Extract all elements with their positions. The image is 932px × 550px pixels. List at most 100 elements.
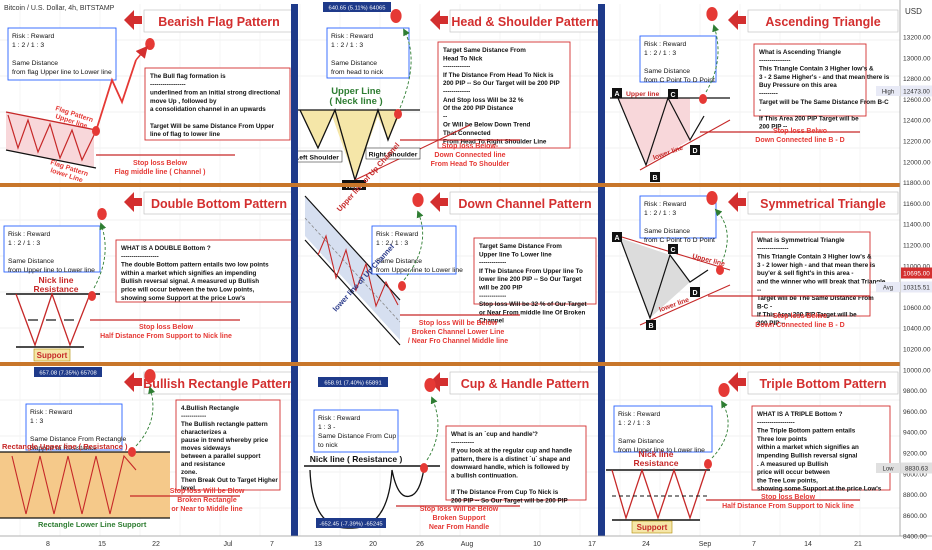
stop-loss-text: Broken Channel Lower Line	[412, 329, 505, 336]
measure-badge-text: 657.08 (7.35%) 65708	[39, 371, 96, 377]
risk-reward-text: Support to Resistance	[30, 445, 97, 452]
stop-loss-text: Stop loss Below	[761, 494, 816, 501]
panel-title: Cup & Handle Pattern	[461, 377, 590, 391]
risk-reward-text: Same Distance	[376, 258, 422, 265]
explanation-text: level	[181, 485, 195, 492]
explanation-text: ------------------	[757, 419, 795, 426]
point-marker	[668, 89, 678, 99]
resistance-label: Resistance	[634, 458, 679, 468]
price-tick-label: 11800.00	[903, 180, 930, 187]
price-tick-label: 8600.00	[903, 513, 927, 520]
price-tick-label: 12000.00	[903, 159, 931, 166]
risk-reward-text: Risk : Reward	[618, 411, 661, 418]
point-marker	[650, 172, 660, 182]
triple-bottom-path	[611, 467, 707, 521]
explanation-text: 4.Bullish Rectangle	[181, 405, 240, 412]
neck-line-label: Upper Line	[331, 86, 381, 97]
explanation-text: a bullish continuation.	[451, 473, 518, 480]
explanation-text: between a parallel support	[181, 453, 261, 460]
explanation-text: If This Area 200 PIP Target will be	[759, 115, 859, 122]
last-price-value: 10695.00	[903, 271, 930, 278]
stop-loss-text: Down Connected line	[434, 152, 505, 159]
explanation-text: --	[443, 113, 447, 120]
stop-loss-text: Stop loss Will be Blow	[170, 488, 245, 495]
time-tick-label: Aug	[461, 541, 474, 548]
risk-reward-text: Same Distance	[618, 438, 664, 445]
explanation-text: The Bullish rectangle pattern	[181, 421, 268, 428]
vertical-divider	[598, 4, 605, 536]
title-arrow-icon	[728, 192, 746, 212]
stop-loss-text: Half Distance From Support to Nick line	[100, 333, 232, 340]
target-path-arrow	[93, 222, 107, 289]
explanation-text: That Connected	[443, 130, 491, 137]
price-tick-label: 9200.00	[903, 451, 927, 458]
stop-loss-text: Stop loss Belwo	[773, 128, 827, 135]
stop-loss-text: Stop loss Below	[133, 160, 188, 167]
risk-reward-box	[326, 27, 410, 79]
explanation-text: If The Distance From Cup To Nick is	[451, 489, 559, 496]
explanation-text: within a market which signifies an	[756, 444, 859, 451]
risk-reward-text: Risk : Reward	[644, 201, 687, 208]
target-path-arrow	[711, 400, 729, 459]
stop-loss-text: Down Connected line B - D	[755, 137, 844, 144]
risk-reward-text: Risk : Reward	[331, 33, 374, 40]
stop-loss-text: Stop loss Will be Below	[420, 506, 499, 513]
explanation-text: Target Same Distance From	[443, 47, 526, 54]
explanation-text: the Tree Low points,	[757, 477, 818, 484]
risk-reward-text: to nick	[318, 442, 338, 449]
price-axis[interactable]: 13200.0013000.0012800.0012600.0012400.00…	[876, 35, 932, 541]
explanation-text: characterizes a	[181, 429, 227, 436]
risk-reward-box	[7, 27, 117, 81]
support-box	[631, 520, 673, 534]
title-arrow-icon	[124, 372, 142, 392]
price-tick-label: 9000.00	[903, 471, 927, 478]
triangle-fill	[620, 238, 690, 318]
time-tick-label: 20	[369, 541, 377, 548]
target-ball-icon	[704, 459, 712, 469]
target-ball-icon	[716, 265, 724, 275]
explanation-text: Of the 200 PIP Distance	[443, 105, 514, 112]
flag-upper-line	[5, 111, 97, 131]
explanation-text: ------------------	[121, 253, 159, 260]
price-tick-label: 9800.00	[903, 388, 927, 395]
time-tick-label: 21	[854, 541, 862, 548]
time-tick-label: Sep	[699, 541, 712, 548]
risk-reward-text: from C Point To D Point	[644, 237, 715, 244]
left-shoulder-fill	[300, 110, 335, 148]
risk-reward-text: 1 : 2 / 1 : 3	[12, 42, 44, 49]
title-arrow-icon	[728, 372, 746, 392]
explanation-text: ---------------	[757, 245, 788, 252]
explanation-text: . A measured up Bullish	[757, 461, 828, 468]
channel-price-path	[317, 234, 399, 308]
lower-line	[639, 119, 731, 171]
target-ball-icon	[92, 126, 100, 136]
low-tag-label: Low	[882, 467, 894, 473]
measure-badge-text: 640.65 (5.11%) 64065	[329, 6, 386, 12]
triangle-price-path	[619, 237, 709, 320]
stop-loss-text: Half Distance From Support to Nick line	[722, 503, 854, 510]
target-ball-icon	[128, 447, 136, 457]
explanation-text: showing some Support at the price Low's	[757, 486, 882, 493]
explanation-text: 3 - 2 Same Higher's - and that mean ther…	[759, 74, 890, 81]
time-tick-label: 7	[752, 541, 756, 548]
explanation-box	[115, 239, 295, 303]
explanation-text: -----------	[451, 439, 474, 446]
price-tick-label: 12400.00	[903, 118, 931, 125]
explanation-text: Target will be The Same Distance From	[757, 295, 874, 302]
explanation-text: ---------------	[759, 57, 790, 64]
measure-badge	[34, 367, 102, 377]
risk-reward-text: Same Distance	[331, 60, 377, 67]
risk-reward-text: Same Distance	[8, 258, 54, 265]
explanation-text: -------------	[479, 293, 506, 300]
title-arrow-icon	[124, 192, 142, 212]
explanation-text: 200 PIP --	[759, 124, 787, 131]
target-ball-icon	[97, 208, 107, 220]
risk-reward-text: Same Distance	[644, 68, 690, 75]
explanation-text: Buy Pressure on this area	[759, 82, 837, 89]
explanation-box	[175, 399, 281, 491]
point-marker	[646, 320, 656, 330]
explanation-text: This Triangle Contain 3 Higher low's &	[759, 66, 874, 73]
